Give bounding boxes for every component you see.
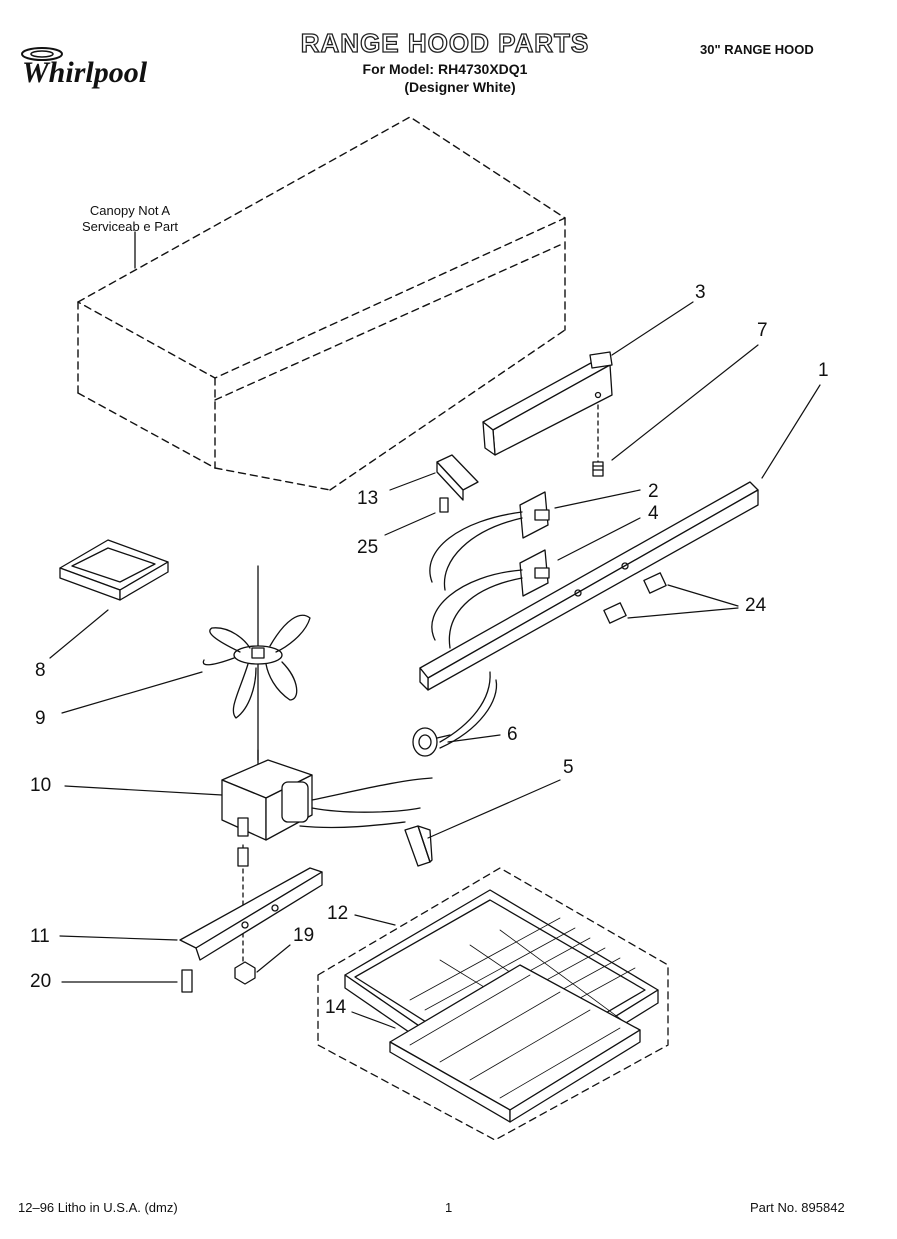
part-8-box [59, 539, 169, 601]
callout-13: 13 [357, 488, 379, 509]
callout-24: 24 [745, 595, 767, 616]
callout-11: 11 [30, 926, 50, 947]
canopy-note-line2: Serviceab e Part [81, 219, 179, 234]
callout-3: 3 [695, 282, 706, 303]
part-1-strip [419, 481, 759, 691]
part-3-bracket [482, 351, 613, 456]
whirlpool-logo: Whirlpool [20, 40, 180, 100]
model-size-label: 30" RANGE HOOD [700, 42, 814, 57]
leader-lines [49, 301, 821, 1029]
part-7-screw [592, 404, 604, 477]
part-14-filter [389, 964, 641, 1123]
callout-7: 7 [757, 320, 768, 341]
part-25-screw [439, 497, 449, 513]
callout-4: 4 [648, 503, 659, 524]
model-variant: (Designer White) [404, 79, 516, 95]
callout-9: 9 [35, 708, 46, 729]
canopy-outline [77, 116, 566, 491]
footer-page-number: 1 [445, 1200, 453, 1215]
footer-litho: 12–96 Litho in U.S.A. (dmz) [18, 1200, 178, 1215]
page-title: RANGE HOOD PARTS [300, 27, 590, 58]
callout-14: 14 [325, 997, 347, 1018]
callout-2: 2 [648, 481, 659, 502]
brand-wordmark: Whirlpool [22, 56, 148, 89]
callout-20: 20 [30, 971, 52, 992]
part-10-motor [221, 749, 433, 841]
part-11-bracket [179, 867, 323, 961]
callout-25: 25 [357, 537, 379, 558]
whirlpool-logo-graphic: Whirlpool [21, 47, 148, 89]
filter-assembly-outline [317, 867, 669, 1141]
part-13-clip [436, 454, 479, 501]
part-2-switch [429, 491, 550, 591]
callout-10: 10 [30, 775, 52, 796]
canopy-note: Canopy Not A Serviceab e Part [70, 203, 190, 235]
motor-bolt [237, 847, 249, 867]
canopy-note-line1: Canopy Not A [89, 203, 171, 218]
callout-6: 6 [507, 724, 518, 745]
callout-1: 1 [818, 360, 829, 381]
part-20-screw [181, 969, 193, 993]
part-9-fan [202, 565, 311, 761]
part-5-clip [404, 825, 433, 867]
model-subtitle: For Model: RH4730XDQ1 (Designer White) [250, 60, 640, 96]
model-number: For Model: RH4730XDQ1 [362, 61, 528, 77]
part-6-socket [412, 671, 498, 757]
part-4-switch [431, 549, 550, 649]
footer-part-number: Part No. 895842 [750, 1200, 845, 1215]
callout-12: 12 [327, 903, 349, 924]
callout-5: 5 [563, 757, 574, 778]
part-24-sockets [603, 572, 667, 624]
part-19-nut [234, 961, 256, 985]
callout-8: 8 [35, 660, 46, 681]
callout-19: 19 [293, 925, 315, 946]
